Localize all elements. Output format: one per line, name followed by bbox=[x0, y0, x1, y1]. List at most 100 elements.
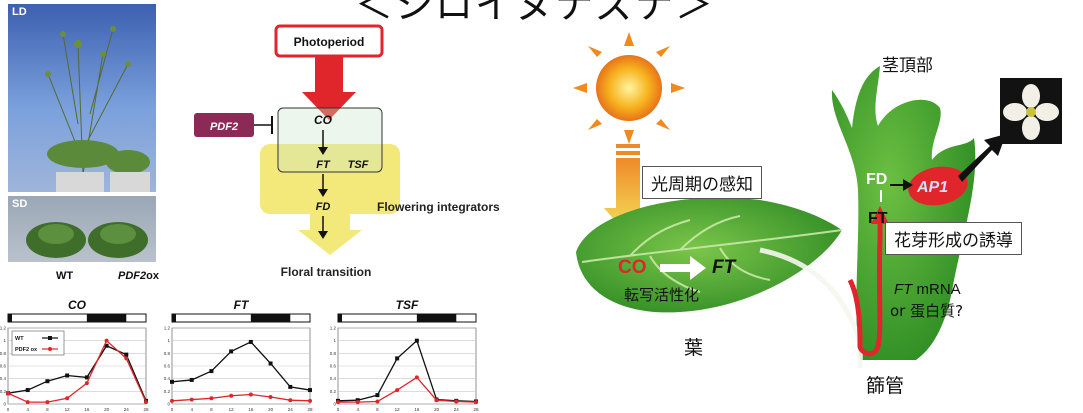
ld-plant-photo: LD bbox=[8, 4, 156, 192]
chart-title-1: FT bbox=[234, 298, 250, 312]
leaf-shape bbox=[576, 197, 842, 313]
leaf-veins bbox=[581, 215, 843, 293]
data-point-2-1-6 bbox=[454, 399, 459, 404]
chart-title-2: TSF bbox=[396, 298, 419, 312]
data-point-1-0-6 bbox=[288, 384, 293, 389]
y-tick-label-2-6: 1.2 bbox=[330, 326, 337, 331]
x-tick-label-1-2: 8 bbox=[210, 407, 213, 412]
leaf-label: 葉 bbox=[684, 337, 704, 359]
data-point-0-0-5 bbox=[104, 343, 109, 348]
x-tick-label-0-4: 16 bbox=[84, 407, 90, 412]
x-tick-label-2-7: 28 bbox=[473, 407, 479, 412]
data-point-0-1-0 bbox=[6, 391, 10, 396]
y-tick-label-2-0: 0 bbox=[333, 402, 336, 407]
x-tick-label-1-7: 28 bbox=[307, 407, 313, 412]
mrna-label: FT mRNA bbox=[894, 281, 961, 298]
legend-box-0 bbox=[11, 330, 65, 356]
ft-fd-arrowhead bbox=[318, 189, 328, 197]
co-ft-arrowhead bbox=[318, 147, 328, 155]
x-tick-label-0-2: 8 bbox=[46, 407, 49, 412]
x-tick-label-2-5: 20 bbox=[434, 407, 440, 412]
data-point-1-1-5 bbox=[268, 395, 273, 400]
y-tick-label-1-1: 0.2 bbox=[164, 389, 171, 394]
dark-period-bar-1 bbox=[250, 314, 291, 322]
dark-period-bar-2 bbox=[416, 314, 457, 322]
sd-plant-photo: SD bbox=[8, 196, 156, 262]
y-tick-label-1-5: 1 bbox=[167, 338, 170, 343]
co-ft-activation-arrow bbox=[660, 256, 706, 280]
mrna-label-gene: FT bbox=[894, 281, 914, 298]
y-tick-label-1-3: 0.6 bbox=[164, 364, 171, 369]
perception-arrow-stripe1 bbox=[616, 144, 640, 148]
x-tick-label-0-6: 24 bbox=[124, 407, 130, 412]
flower-center bbox=[1026, 107, 1036, 117]
pdf2ox-label: PDF2ox bbox=[118, 270, 159, 282]
y-tick-label-2-3: 0.6 bbox=[330, 364, 337, 369]
legend-marker-0-1 bbox=[48, 347, 52, 351]
data-point-1-1-0 bbox=[170, 398, 174, 403]
series-line-2-1 bbox=[338, 376, 477, 403]
data-point-0-1-3 bbox=[65, 396, 70, 401]
data-point-1-0-3 bbox=[229, 349, 234, 354]
ft-apex-label: FT bbox=[868, 210, 888, 227]
x-tick-label-0-1: 4 bbox=[26, 407, 29, 412]
phloem-label: 篩管 bbox=[866, 375, 905, 397]
pdf2ox-label-suffix: ox bbox=[146, 270, 159, 282]
transition-label: Floral transition bbox=[281, 265, 372, 279]
x-tick-label-0-0: 0 bbox=[7, 407, 10, 412]
pdf2-box bbox=[194, 113, 254, 137]
x-tick-label-1-3: 12 bbox=[229, 407, 235, 412]
data-point-0-0-3 bbox=[65, 373, 70, 378]
series-line-1-0 bbox=[171, 341, 311, 391]
y-tick-label-1-6: 1.2 bbox=[164, 326, 171, 331]
ap1-region bbox=[908, 166, 968, 206]
data-point-2-1-5 bbox=[434, 398, 439, 403]
y-tick-label-2-4: 0.8 bbox=[330, 351, 337, 356]
data-point-1-0-2 bbox=[209, 369, 214, 374]
y-tick-label-0-6: 1.2 bbox=[0, 326, 6, 331]
data-point-1-0-7 bbox=[308, 388, 312, 393]
perception-label: 光周期の感知 bbox=[642, 166, 762, 199]
ft-transport-arrowhead bbox=[871, 206, 889, 224]
header-fragment: ＜シロイヌナズナ＞ bbox=[355, 0, 716, 27]
sun-icon bbox=[596, 55, 662, 121]
x-tick-label-0-3: 12 bbox=[65, 407, 71, 412]
data-point-2-0-3 bbox=[395, 356, 400, 361]
y-tick-label-0-2: 0.4 bbox=[0, 376, 6, 381]
ap1-scene-label: AP1 bbox=[916, 179, 948, 196]
data-point-0-1-5 bbox=[104, 338, 109, 343]
pdf2ox-label-gene: PDF2 bbox=[118, 270, 147, 282]
x-tick-label-2-2: 8 bbox=[376, 407, 379, 412]
flower-induction-label: 花芽形成の誘導 bbox=[885, 222, 1022, 255]
x-tick-label-2-3: 12 bbox=[395, 407, 401, 412]
x-tick-label-2-0: 0 bbox=[337, 407, 340, 412]
y-tick-label-0-1: 0.2 bbox=[0, 389, 6, 394]
data-point-0-1-7 bbox=[144, 400, 148, 405]
pathway-diagram: Photoperiod PDF2 CO FT TSF FD Flowering … bbox=[194, 24, 500, 279]
legend-label-0-0: WT bbox=[15, 336, 24, 342]
co-box bbox=[277, 107, 383, 173]
y-tick-label-0-5: 1 bbox=[3, 338, 6, 343]
tsf-label: TSF bbox=[348, 159, 369, 171]
pdf2-text: PDF2 bbox=[210, 121, 238, 133]
x-tick-label-1-6: 24 bbox=[288, 407, 294, 412]
co-label: CO bbox=[314, 113, 333, 127]
y-tick-label-0-3: 0.6 bbox=[0, 364, 6, 369]
data-point-1-1-1 bbox=[189, 397, 194, 402]
y-tick-label-0-0: 0 bbox=[3, 402, 6, 407]
integrators-arrow bbox=[298, 214, 362, 255]
x-tick-label-2-1: 4 bbox=[356, 407, 359, 412]
data-point-0-0-1 bbox=[25, 388, 30, 393]
integrators-label: Flowering integrators bbox=[377, 200, 500, 214]
dark-period-bar-0 bbox=[86, 314, 127, 322]
x-tick-label-1-4: 16 bbox=[248, 407, 254, 412]
data-point-1-1-2 bbox=[209, 396, 214, 401]
data-point-2-1-1 bbox=[355, 400, 360, 405]
x-tick-label-1-1: 4 bbox=[190, 407, 193, 412]
x-tick-label-2-4: 16 bbox=[414, 407, 420, 412]
ft-scene-label: FT bbox=[712, 257, 737, 278]
data-point-1-0-5 bbox=[268, 361, 273, 366]
ft-transport-line bbox=[847, 220, 883, 357]
y-tick-label-2-2: 0.4 bbox=[330, 376, 337, 381]
flower-arrow bbox=[958, 134, 1006, 182]
